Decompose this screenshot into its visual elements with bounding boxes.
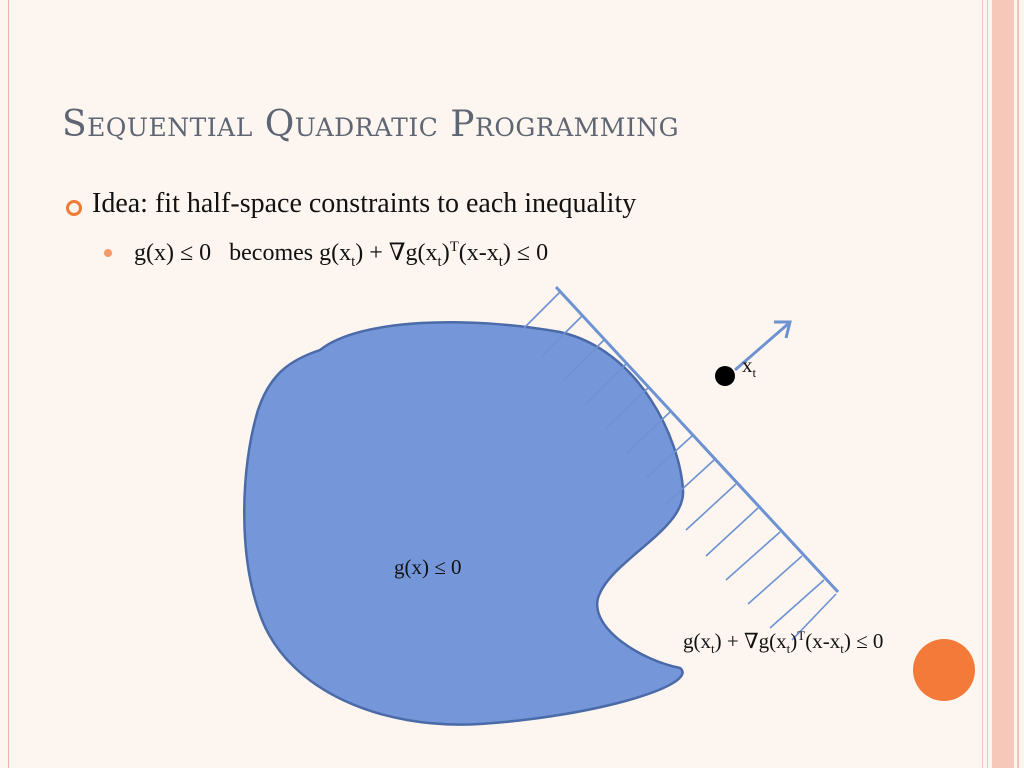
bullet-main-text: Idea: fit half-space constraints to each…: [92, 188, 637, 219]
halfspace-hatching: [523, 291, 837, 641]
gradient-arrow-shaft: [734, 322, 789, 372]
right-border-decoration: [978, 0, 1024, 768]
left-border-decoration: [0, 0, 9, 768]
bullet-sub-text: g(x) ≤ 0 becomes g(xt) + ∇g(xt)T(x-xt) ≤…: [134, 239, 549, 270]
ring-bullet-icon: [66, 200, 82, 216]
orange-accent-circle: [913, 639, 975, 701]
point-xt: [715, 366, 735, 386]
slide-title: Sequential Quadratic Programming: [62, 104, 680, 145]
gradient-arrow-head-icon: [774, 320, 792, 339]
dot-bullet-icon: [104, 249, 112, 257]
halfspace-boundary-line: [554, 285, 840, 594]
point-label: xt: [742, 353, 757, 381]
feasible-region: [243, 320, 685, 726]
region-label: g(x) ≤ 0: [394, 555, 462, 579]
halfspace-label: g(xt) + ∇g(xt)T(x-xt) ≤ 0: [683, 628, 884, 657]
